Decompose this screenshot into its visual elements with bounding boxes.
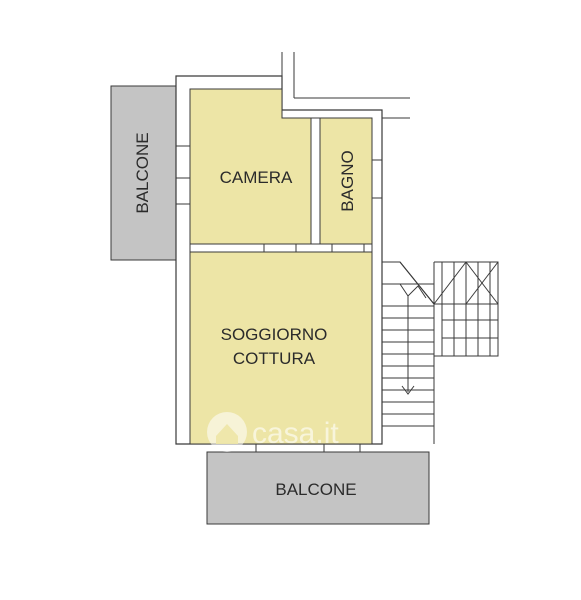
watermark: casa.it [207, 412, 339, 452]
room-bagno-label: BAGNO [338, 150, 357, 211]
balcony-bottom-label: BALCONE [275, 480, 356, 499]
room-soggiorno [189, 251, 373, 445]
staircase [382, 261, 499, 444]
interior-walls [189, 117, 373, 253]
room-soggiorno-label-line2: COTTURA [233, 349, 316, 368]
room-camera-label: CAMERA [220, 168, 293, 187]
room-soggiorno-label-line1: SOGGIORNO [221, 325, 328, 344]
balcony-bottom [206, 451, 430, 525]
balcony-left [110, 85, 177, 261]
watermark-text: casa.it [252, 417, 339, 450]
balcony-left-label: BALCONE [133, 132, 152, 213]
room-bagno [319, 117, 373, 245]
